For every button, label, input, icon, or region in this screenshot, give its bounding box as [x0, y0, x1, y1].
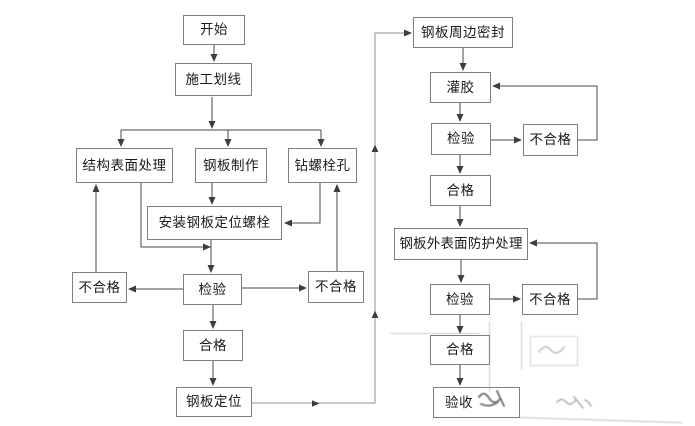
midarrow-up-1 — [371, 310, 379, 318]
node-pass-1: 合格 — [183, 330, 243, 361]
node-start: 开始 — [183, 15, 245, 45]
node-marking: 施工划线 — [175, 63, 252, 96]
node-fail-left: 不合格 — [72, 272, 127, 303]
midarrow-right — [312, 400, 320, 407]
node-plate-fabrication: 钢板制作 — [195, 148, 267, 183]
node-fail-2: 不合格 — [523, 124, 578, 156]
edges — [92, 29, 598, 407]
node-inspect-3: 检验 — [430, 284, 490, 315]
edge-fail3-protection — [529, 239, 598, 300]
node-surface-treatment: 结构表面处理 — [76, 148, 173, 183]
node-pass-2: 合格 — [430, 175, 491, 206]
node-install-positioning-bolts: 安装钢板定位螺栓 — [147, 206, 282, 240]
edge-surface-inspect1 — [140, 183, 211, 251]
midarrow-up-2 — [371, 144, 379, 152]
node-plate-positioning: 钢板定位 — [176, 387, 252, 417]
node-inspect-2: 检验 — [431, 123, 491, 155]
node-fail-3: 不合格 — [522, 284, 578, 315]
node-inspect-1: 检验 — [183, 274, 242, 305]
node-edge-sealing: 钢板周边密封 — [413, 17, 513, 48]
node-surface-protection: 钢板外表面防护处理 — [394, 228, 528, 260]
edge-drill-install — [284, 183, 321, 227]
node-pass-3: 合格 — [430, 335, 490, 365]
node-glue-injection: 灌胶 — [430, 72, 491, 103]
node-fail-right: 不合格 — [308, 271, 364, 303]
node-drill-bolt-holes: 钻螺栓孔 — [288, 148, 357, 183]
edge-fail2-glue — [492, 82, 598, 141]
node-acceptance: 验收 — [433, 387, 520, 418]
